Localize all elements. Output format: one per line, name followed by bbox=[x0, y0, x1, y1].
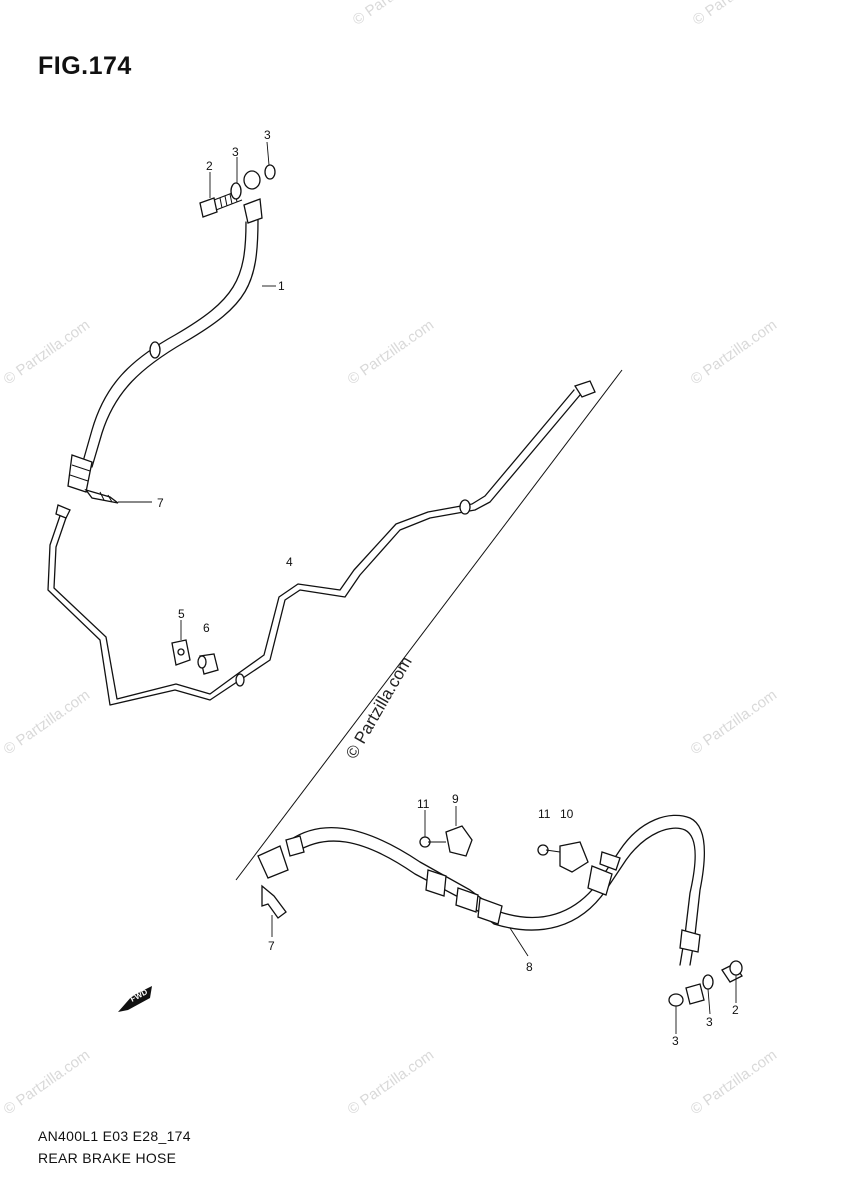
callout-11: 11 bbox=[538, 807, 551, 821]
callout-10: 10 bbox=[560, 807, 574, 821]
callout-9: 9 bbox=[452, 792, 459, 806]
clip-7-top bbox=[84, 488, 119, 504]
assembly-guide-line bbox=[235, 369, 623, 881]
callout-1: 1 bbox=[278, 279, 285, 293]
watermark-layer: © Partzilla.com © Partzilla.com © Partzi… bbox=[1, 0, 783, 1118]
callout-5: 5 bbox=[178, 607, 185, 621]
callout-4: 4 bbox=[286, 555, 293, 569]
callout-11: 11 bbox=[417, 797, 430, 811]
brake-pipe-4 bbox=[47, 380, 596, 706]
watermark: © Partzilla.com bbox=[688, 686, 781, 758]
watermark: © Partzilla.com bbox=[1, 686, 94, 758]
pipe-clamp-5 bbox=[171, 639, 191, 666]
callout-7: 7 bbox=[157, 496, 164, 510]
callout-2: 2 bbox=[206, 159, 213, 173]
hose-clamp-9 bbox=[419, 825, 473, 857]
callout-7: 7 bbox=[268, 939, 275, 953]
watermark: © Partzilla.com bbox=[688, 316, 781, 388]
clip-7-bottom bbox=[261, 884, 287, 919]
model-code: AN400L1 E03 E28_174 bbox=[38, 1128, 191, 1144]
watermark: © Partzilla.com bbox=[690, 0, 783, 29]
watermark: © Partzilla.com bbox=[345, 1046, 438, 1118]
watermark: © Partzilla.com bbox=[1, 316, 94, 388]
leader-lines bbox=[118, 141, 737, 1034]
callout-6: 6 bbox=[203, 621, 210, 635]
figure-title: FIG.174 bbox=[38, 52, 132, 80]
grommet-6 bbox=[197, 653, 219, 675]
top-banjo-assembly bbox=[199, 164, 276, 224]
callout-labels: 2 3 3 1 7 4 5 6 11 9 11 10 7 8 3 3 2 bbox=[157, 128, 739, 1048]
watermark: © Partzilla.com bbox=[688, 1046, 781, 1118]
callout-2: 2 bbox=[732, 1003, 739, 1017]
watermark: © Partzilla.com bbox=[1, 1046, 94, 1118]
watermark: © Partzilla.com bbox=[350, 0, 443, 29]
callout-3: 3 bbox=[672, 1034, 679, 1048]
callout-3: 3 bbox=[232, 145, 239, 159]
hose-clamp-10 bbox=[537, 841, 589, 873]
watermark: © Partzilla.com bbox=[345, 316, 438, 388]
brake-hose-1 bbox=[67, 219, 259, 493]
forward-arrow-icon: FWD bbox=[118, 986, 152, 1012]
bottom-banjo-assembly bbox=[668, 960, 743, 1007]
assembly-name: REAR BRAKE HOSE bbox=[38, 1150, 177, 1166]
callout-3: 3 bbox=[264, 128, 271, 142]
callout-8: 8 bbox=[526, 960, 533, 974]
brake-hose-8 bbox=[257, 814, 705, 966]
callout-3: 3 bbox=[706, 1015, 713, 1029]
watermark-center: © Partzilla.com bbox=[342, 653, 416, 762]
